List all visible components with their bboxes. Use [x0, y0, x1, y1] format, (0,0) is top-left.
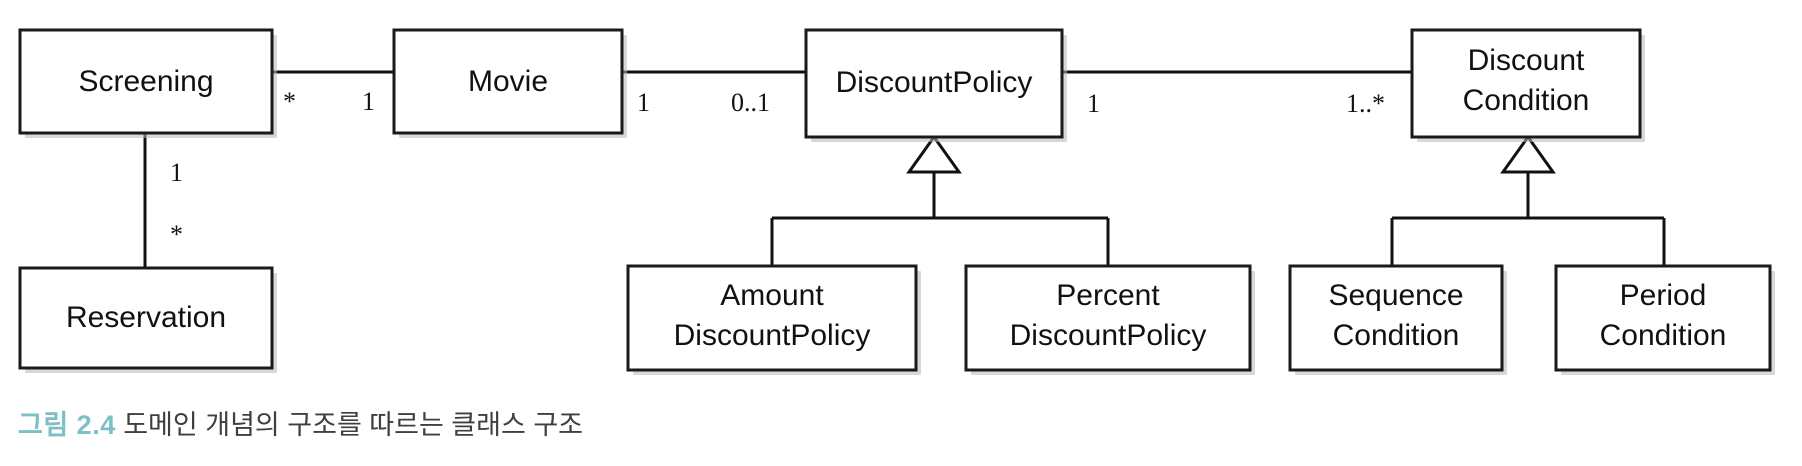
- class-name-sequence-condition-line1: Sequence: [1328, 279, 1463, 312]
- class-box-reservation[interactable]: Reservation: [18, 266, 277, 373]
- class-boxes-layer: Screening Movie DiscountPolicy Discount …: [18, 28, 1775, 375]
- generalization-triangle-icon: [1500, 134, 1556, 174]
- class-name-screening: Screening: [78, 65, 213, 98]
- box-rect: [18, 28, 274, 135]
- class-box-period-condition[interactable]: Period Condition: [1554, 264, 1775, 375]
- multiplicity-discountpolicy-from-movie: 0..1: [731, 88, 770, 117]
- class-box-discount-policy[interactable]: DiscountPolicy: [804, 28, 1067, 142]
- class-name-movie: Movie: [468, 65, 548, 98]
- box-rect: [1288, 264, 1504, 372]
- class-box-movie[interactable]: Movie: [392, 28, 627, 138]
- box-rect: [964, 264, 1252, 372]
- figure-caption-number: 그림 2.4: [18, 410, 116, 440]
- multiplicity-screening-to-reservation: 1: [170, 158, 183, 187]
- box-rect: [626, 264, 918, 372]
- multiplicity-movie-to-discountpolicy: 1: [637, 88, 650, 117]
- connectors-layer: [143, 70, 1666, 268]
- figure-caption: 그림 2.4 도메인 개념의 구조를 따르는 클래스 구조: [18, 405, 583, 445]
- figure-caption-text: 도메인 개념의 구조를 따르는 클래스 구조: [115, 410, 584, 440]
- box-rect: [1410, 28, 1642, 139]
- class-name-period-condition-line1: Period: [1620, 279, 1707, 312]
- class-name-discount-condition-line1: Discount: [1468, 44, 1585, 77]
- multiplicity-movie-from-screening: 1: [362, 87, 375, 116]
- multiplicity-screening-to-movie: *: [283, 87, 296, 116]
- box-rect: [18, 266, 274, 370]
- generalization-discountpolicy: [770, 134, 1110, 266]
- class-name-amount-discount-policy-line2: DiscountPolicy: [674, 319, 871, 352]
- class-box-screening[interactable]: Screening: [18, 28, 277, 138]
- generalization-triangle-icon: [906, 134, 962, 174]
- class-name-sequence-condition-line2: Condition: [1333, 319, 1460, 352]
- box-rect: [1554, 264, 1772, 372]
- multiplicity-discountpolicy-to-condition: 1: [1087, 89, 1100, 118]
- multiplicity-labels-layer: * 1 1 0..1 1 1..* 1 *: [170, 87, 1385, 249]
- box-rect: [392, 28, 624, 135]
- class-name-percent-discount-policy-line1: Percent: [1056, 279, 1160, 312]
- class-box-sequence-condition[interactable]: Sequence Condition: [1288, 264, 1507, 375]
- class-box-percent-discount-policy[interactable]: Percent DiscountPolicy: [964, 264, 1255, 375]
- class-name-discount-condition-line2: Condition: [1463, 84, 1590, 117]
- generalization-discountcondition: [1390, 134, 1666, 266]
- multiplicity-reservation-from-screening: *: [170, 220, 183, 249]
- class-box-discount-condition[interactable]: Discount Condition: [1410, 28, 1645, 142]
- box-rect: [804, 28, 1064, 139]
- class-box-amount-discount-policy[interactable]: Amount DiscountPolicy: [626, 264, 921, 375]
- class-name-percent-discount-policy-line2: DiscountPolicy: [1010, 319, 1207, 352]
- class-name-amount-discount-policy-line1: Amount: [720, 279, 824, 312]
- multiplicity-condition-from-discountpolicy: 1..*: [1346, 89, 1385, 118]
- class-name-period-condition-line2: Condition: [1600, 319, 1727, 352]
- class-name-reservation: Reservation: [66, 301, 226, 334]
- class-name-discount-policy: DiscountPolicy: [836, 66, 1033, 99]
